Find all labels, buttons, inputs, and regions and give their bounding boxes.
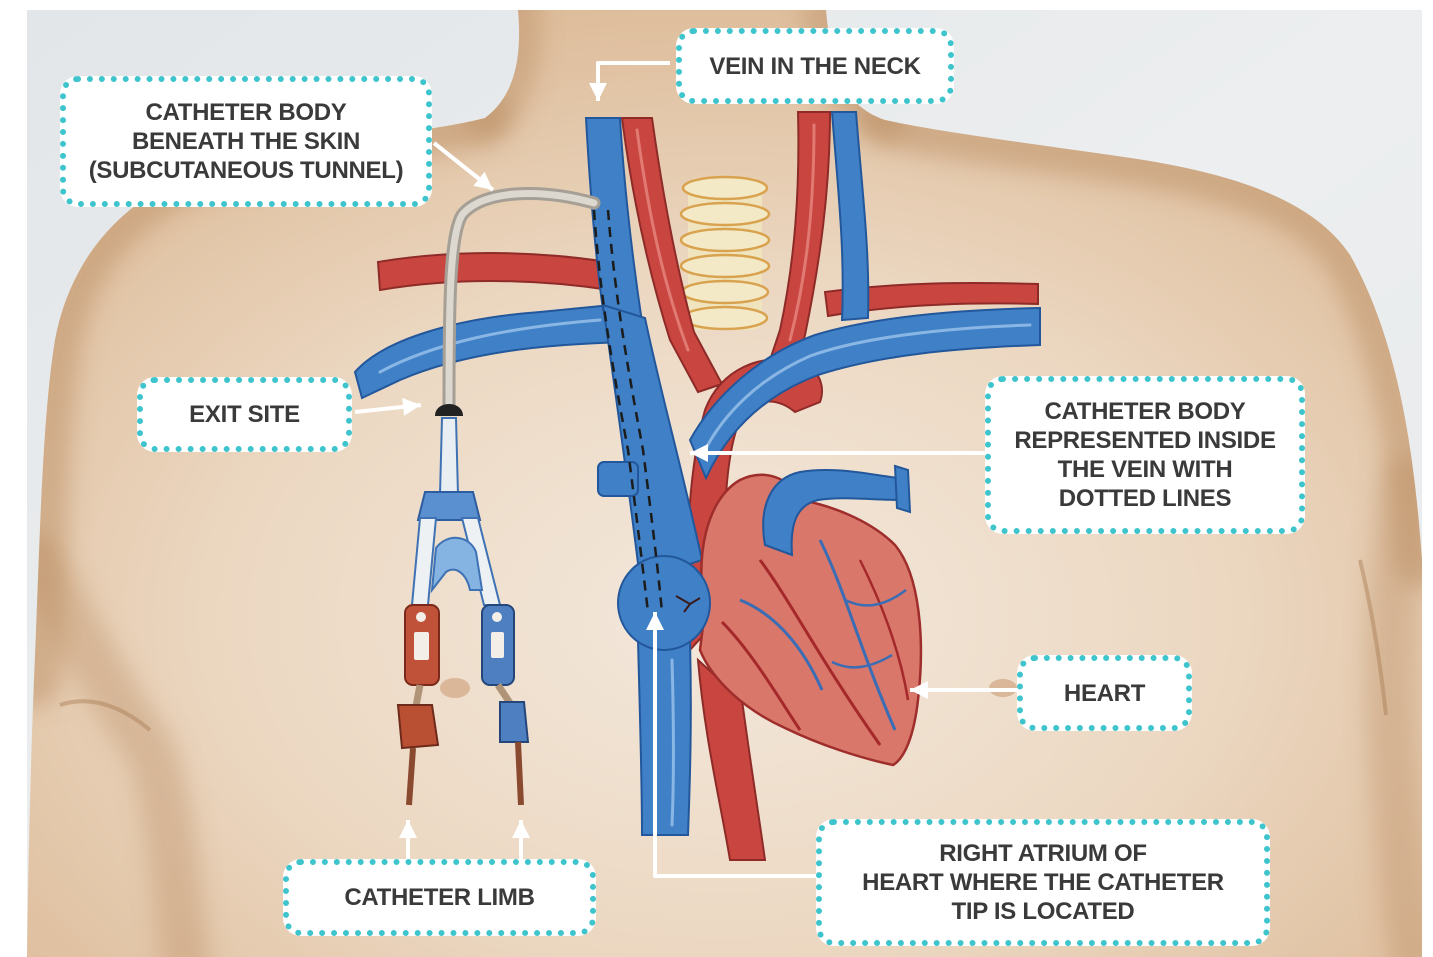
label-exit-site: EXIT SITE: [137, 377, 352, 452]
label-line: REPRESENTED INSIDE: [1014, 426, 1275, 455]
arrow-exit-site: [355, 405, 421, 412]
label-line: CATHETER BODY: [146, 98, 347, 127]
label-line: HEART WHERE THE CATHETER: [862, 868, 1224, 897]
label-heart: HEART: [1017, 655, 1192, 731]
label-line: (SUBCUTANEOUS TUNNEL): [89, 156, 404, 185]
label-line: TIP IS LOCATED: [952, 897, 1135, 926]
label-line: BENEATH THE SKIN: [132, 127, 360, 156]
label-catheter-body-in-vein: CATHETER BODY REPRESENTED INSIDE THE VEI…: [985, 376, 1305, 534]
label-line: CATHETER LIMB: [344, 883, 534, 912]
arrow-vein-in-neck: [598, 63, 670, 101]
label-line: VEIN IN THE NECK: [709, 52, 920, 81]
label-line: CATHETER BODY: [1045, 397, 1246, 426]
arrow-subcutaneous-tunnel: [434, 143, 493, 190]
arrow-right-atrium: [655, 612, 816, 876]
label-vein-in-the-neck: VEIN IN THE NECK: [676, 28, 954, 104]
label-catheter-limb: CATHETER LIMB: [283, 859, 596, 936]
label-right-atrium: RIGHT ATRIUM OF HEART WHERE THE CATHETER…: [816, 819, 1270, 946]
label-line: RIGHT ATRIUM OF: [939, 839, 1146, 868]
label-line: HEART: [1064, 679, 1145, 708]
label-catheter-body-tunnel: CATHETER BODY BENEATH THE SKIN (SUBCUTAN…: [60, 76, 432, 207]
label-line: EXIT SITE: [189, 400, 300, 429]
label-line: DOTTED LINES: [1059, 484, 1231, 513]
label-line: THE VEIN WITH: [1058, 455, 1233, 484]
